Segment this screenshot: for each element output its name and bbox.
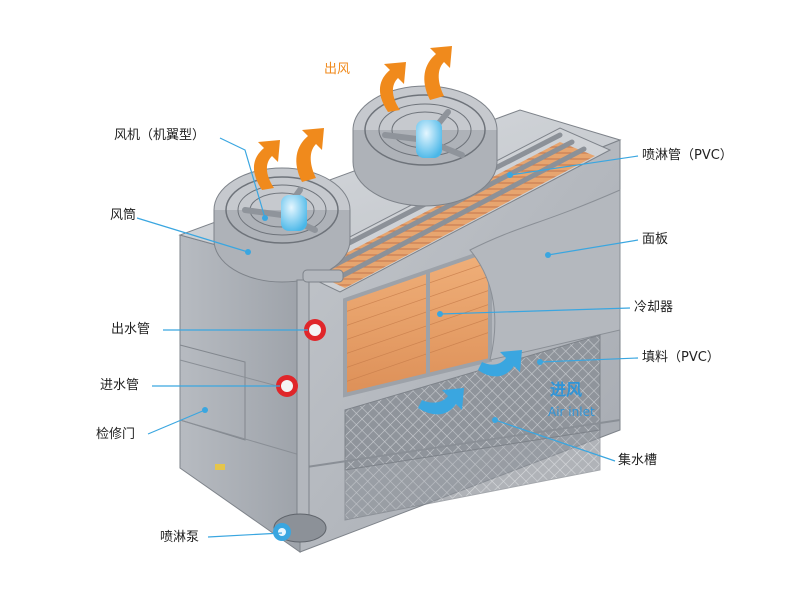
leader-dots [202, 172, 551, 423]
label-cooler: 冷却器 [634, 300, 674, 315]
air-out-arrow-3 [379, 62, 406, 112]
leader-lines [136, 137, 639, 538]
face-panel [469, 189, 621, 361]
air-out-arrow-2 [296, 128, 324, 182]
leader-cooler [439, 307, 631, 315]
label-spray-pump: 喷淋泵 [160, 530, 200, 545]
leader-spray-pipe [509, 155, 639, 176]
fan-cylinder-left [213, 167, 351, 283]
label-fill: 填料（PVC） [642, 350, 720, 365]
label-fan-cylinder: 风筒 [110, 208, 137, 223]
label-fan: 风机（机翼型） [114, 128, 206, 143]
air-in-arrows [418, 350, 522, 415]
label-water-basin: 集水槽 [618, 453, 658, 468]
leader-fill [539, 357, 639, 363]
lower-louver [344, 429, 601, 521]
air-in-arrow-2 [418, 388, 464, 415]
leader-fan-cylinder [136, 217, 249, 253]
leader-spray-pump [207, 532, 283, 538]
access-door-panel [179, 344, 246, 441]
leader-water-basin [494, 419, 616, 462]
air-in-arrow-1 [478, 350, 522, 377]
label-access-door: 检修门 [96, 427, 136, 442]
leader-panel [547, 239, 639, 256]
drain-fitting [215, 464, 225, 470]
fan-cylinder-right [352, 85, 498, 207]
label-spray-pipe: 喷淋管（PVC） [642, 148, 733, 163]
cooler-coil-grid [344, 261, 491, 383]
label-panel: 面板 [642, 232, 669, 247]
label-outlet-pipe: 出水管 [111, 322, 151, 337]
leader-fan [219, 137, 266, 219]
spray-pump [273, 513, 327, 543]
fan-hub-left [281, 195, 307, 231]
leader-access-door [147, 409, 206, 435]
air-out-arrow-1 [253, 140, 280, 190]
label-air-out: 出风 [324, 62, 351, 77]
label-inlet-pipe: 进水管 [100, 378, 140, 393]
air-out-arrow-4 [424, 46, 452, 100]
air-out-arrows [253, 46, 452, 190]
label-air-inlet-cn: 进风 [550, 380, 583, 399]
label-air-inlet-en: Air inlet [548, 405, 595, 419]
fan-hub-right [416, 120, 442, 158]
water-piping [276, 269, 344, 526]
